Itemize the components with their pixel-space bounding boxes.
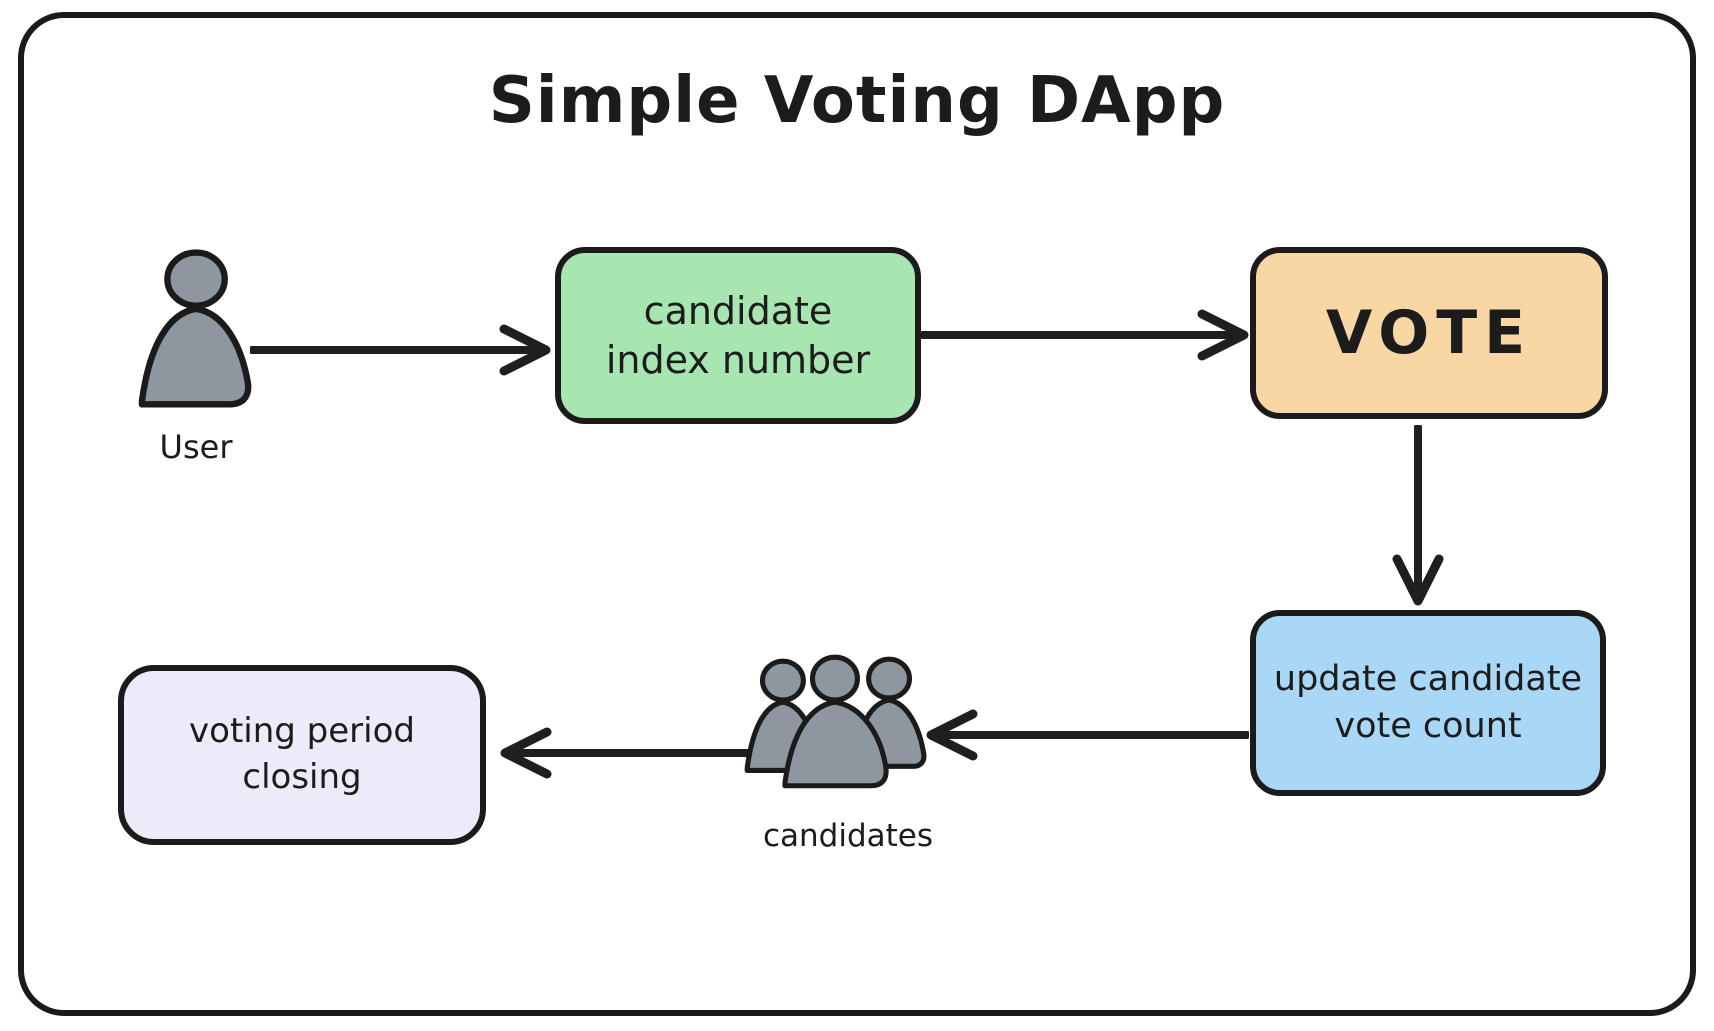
user-label: User bbox=[159, 428, 233, 466]
node-text-line: vote count bbox=[1334, 706, 1522, 746]
arrow-candidates-to-voting-period bbox=[500, 727, 765, 779]
arrow-user-to-candidate-index bbox=[250, 324, 551, 376]
arrow-update-count-to-candidates bbox=[926, 709, 1249, 761]
diagram-title: Simple Voting DApp bbox=[488, 64, 1226, 138]
user-person-icon bbox=[138, 249, 252, 408]
node-update-candidate-vote-count: update candidate vote count bbox=[1250, 610, 1606, 796]
node-candidate-index-number: candidate index number bbox=[555, 247, 921, 424]
node-vote: VOTE bbox=[1250, 247, 1608, 419]
node-text-line: VOTE bbox=[1325, 298, 1533, 368]
arrow-candidate-index-to-vote bbox=[920, 309, 1249, 361]
arrow-vote-to-update-count bbox=[1392, 425, 1444, 606]
candidates-label: candidates bbox=[762, 818, 934, 854]
node-text-line: update candidate bbox=[1273, 659, 1583, 700]
node-voting-period-closing: voting period closing bbox=[118, 665, 486, 845]
node-text-line: index number bbox=[605, 337, 871, 382]
node-text-line: voting period bbox=[189, 711, 415, 752]
front-center-person bbox=[782, 654, 889, 789]
node-text-line: candidate bbox=[643, 288, 833, 333]
candidates-group-icon bbox=[744, 654, 927, 789]
node-text-line: closing bbox=[242, 757, 362, 797]
